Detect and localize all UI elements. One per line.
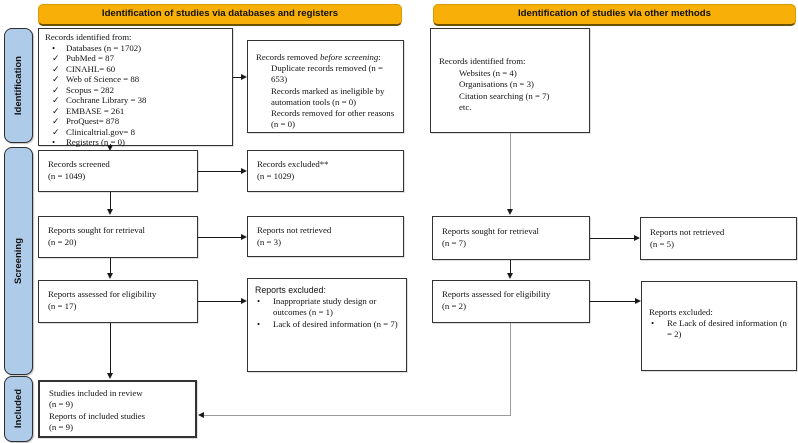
box-reports-assessed-databases: Reports assessed for eligibility (n = 17… — [38, 280, 198, 323]
list-item: •Registers (n = 0) — [52, 137, 125, 148]
list-item: ✓PubMed = 87 — [52, 53, 114, 64]
list-item: •Databases (n = 1702) — [52, 42, 142, 53]
box-title: Reports excluded: — [255, 285, 326, 295]
stage-label-identification: Identification — [4, 28, 33, 143]
check-icon: ✓ — [52, 105, 60, 116]
arrowhead-left-icon — [197, 411, 204, 418]
arrowhead-right-icon — [241, 297, 247, 304]
arrow-identified-other-to-sought — [510, 133, 512, 209]
box-records-identified-other: Records identified from: Websites (n = 4… — [430, 28, 590, 133]
count: (n = 7) — [442, 237, 467, 248]
count: (n = 3) — [257, 236, 282, 247]
stage-label-included-text: Included — [13, 389, 24, 429]
box-reports-sought-databases: Reports sought for retrieval (n = 20) — [38, 216, 198, 258]
arrowhead-right-icon — [241, 167, 247, 174]
arrow-assessed-to-excluded — [198, 300, 241, 302]
connector-assessed-other-down — [510, 323, 512, 416]
check-icon: ✓ — [52, 126, 60, 137]
list-item: ✓EMBASE = 261 — [52, 105, 125, 116]
arrow-screened-to-excluded — [198, 170, 241, 172]
list-item: ✓CINAHL= 60 — [52, 63, 116, 74]
list-item: Records removed for other reasons (n = 0… — [271, 108, 395, 130]
arrowhead-right-icon — [634, 234, 640, 241]
count: (n = 20) — [48, 236, 77, 247]
box-reports-not-retrieved-other: Reports not retrieved (n = 5) — [640, 217, 797, 260]
arrowhead-down-icon — [107, 373, 113, 379]
box-studies-included: Studies included in review (n = 9) Repor… — [38, 380, 197, 438]
check-icon: ✓ — [52, 74, 60, 85]
connector-assessed-other-to-included — [204, 414, 512, 416]
list-item: Websites (n = 4) — [459, 67, 517, 78]
arrow-sought-to-assessed — [110, 258, 112, 273]
count: (n = 9) — [49, 399, 74, 410]
check-icon: ✓ — [52, 53, 60, 64]
box-reports-excluded-other: Reports excluded: •Re Lack of desired in… — [641, 281, 797, 371]
box-title: Records identified from: — [45, 32, 132, 42]
arrow-sought-to-not-retrieved — [198, 236, 241, 238]
bullet-icon: • — [651, 318, 655, 329]
count: (n = 9) — [49, 421, 74, 432]
header-databases-registers: Identification of studies via databases … — [38, 4, 402, 26]
box-reports-excluded-databases: Reports excluded: •Inappropriate study d… — [247, 278, 407, 372]
list-item: Duplicate records removed (n = 653) — [271, 63, 383, 85]
arrowhead-down-icon — [107, 209, 113, 215]
count: (n = 1049) — [48, 170, 86, 181]
list-item: Organisations (n = 3) — [459, 79, 534, 89]
box-records-removed-before-screening: Records removed before screening: Duplic… — [247, 40, 404, 133]
box-reports-sought-other: Reports sought for retrieval (n = 7) — [432, 216, 590, 260]
count: (n = 17) — [48, 300, 77, 311]
list-item: •Re Lack of desired information (n = 2) — [651, 318, 787, 340]
list-item: etc. — [459, 102, 472, 112]
header-other-methods: Identification of studies via other meth… — [433, 4, 796, 26]
count: (n = 5) — [650, 238, 675, 249]
list-item: Citation searching (n = 7) — [459, 90, 550, 101]
arrowhead-down-icon — [107, 273, 113, 279]
check-icon: ✓ — [52, 84, 60, 95]
stage-label-screening: Screening — [4, 147, 33, 375]
count: (n = 2) — [442, 300, 467, 311]
list-item: •Lack of desired information (n = 7) — [257, 318, 398, 329]
arrow-identified-to-removed — [233, 76, 242, 78]
arrowhead-down-icon — [507, 209, 513, 215]
bullet-icon: • — [52, 137, 56, 148]
check-icon: ✓ — [52, 63, 60, 74]
count: (n = 1029) — [257, 170, 295, 181]
box-records-identified-databases: Records identified from: •Databases (n =… — [38, 28, 233, 148]
arrowhead-right-icon — [241, 233, 247, 240]
box-records-screened: Records screened (n = 1049) — [38, 150, 198, 192]
list-item: ✓ProQuest= 878 — [52, 116, 120, 127]
box-reports-assessed-other: Reports assessed for eligibility (n = 2) — [432, 280, 590, 323]
arrow-screened-to-sought — [110, 192, 112, 209]
box-title: Records identified from: — [439, 56, 526, 66]
check-icon: ✓ — [52, 95, 60, 106]
list-item: ✓Scopus = 282 — [52, 84, 114, 95]
arrow-sought-other-to-not-retrieved — [590, 237, 634, 239]
stage-label-identification-text: Identification — [13, 55, 24, 116]
bullet-icon: • — [257, 296, 261, 307]
list-item: ✓Clinicaltrial.gov= 8 — [52, 126, 135, 137]
check-icon: ✓ — [52, 116, 60, 127]
arrowhead-down-icon — [507, 273, 513, 279]
arrowhead-down-icon — [107, 145, 113, 151]
bullet-icon: • — [257, 318, 261, 329]
list-item: ✓Web of Science = 88 — [52, 74, 140, 85]
arrowhead-right-icon — [241, 73, 247, 80]
arrowhead-right-icon — [635, 297, 641, 304]
list-item: ✓Cochrane Library = 38 — [52, 95, 147, 106]
bullet-icon: • — [52, 42, 56, 53]
arrow-assessed-other-to-excluded — [590, 300, 635, 302]
list-item: •Inappropriate study design or outcomes … — [257, 296, 377, 318]
box-records-excluded: Records excluded** (n = 1029) — [247, 150, 404, 192]
arrow-sought-other-to-assessed — [510, 260, 512, 273]
box-reports-not-retrieved-databases: Reports not retrieved (n = 3) — [247, 216, 404, 257]
list-item: Records marked as ineligible by automati… — [271, 85, 385, 107]
box-title: Reports excluded: — [649, 307, 713, 317]
arrow-assessed-to-included — [110, 323, 112, 374]
box-title: Records removed before screening: — [256, 52, 381, 62]
stage-label-screening-text: Screening — [13, 238, 24, 284]
stage-label-included: Included — [4, 376, 33, 442]
